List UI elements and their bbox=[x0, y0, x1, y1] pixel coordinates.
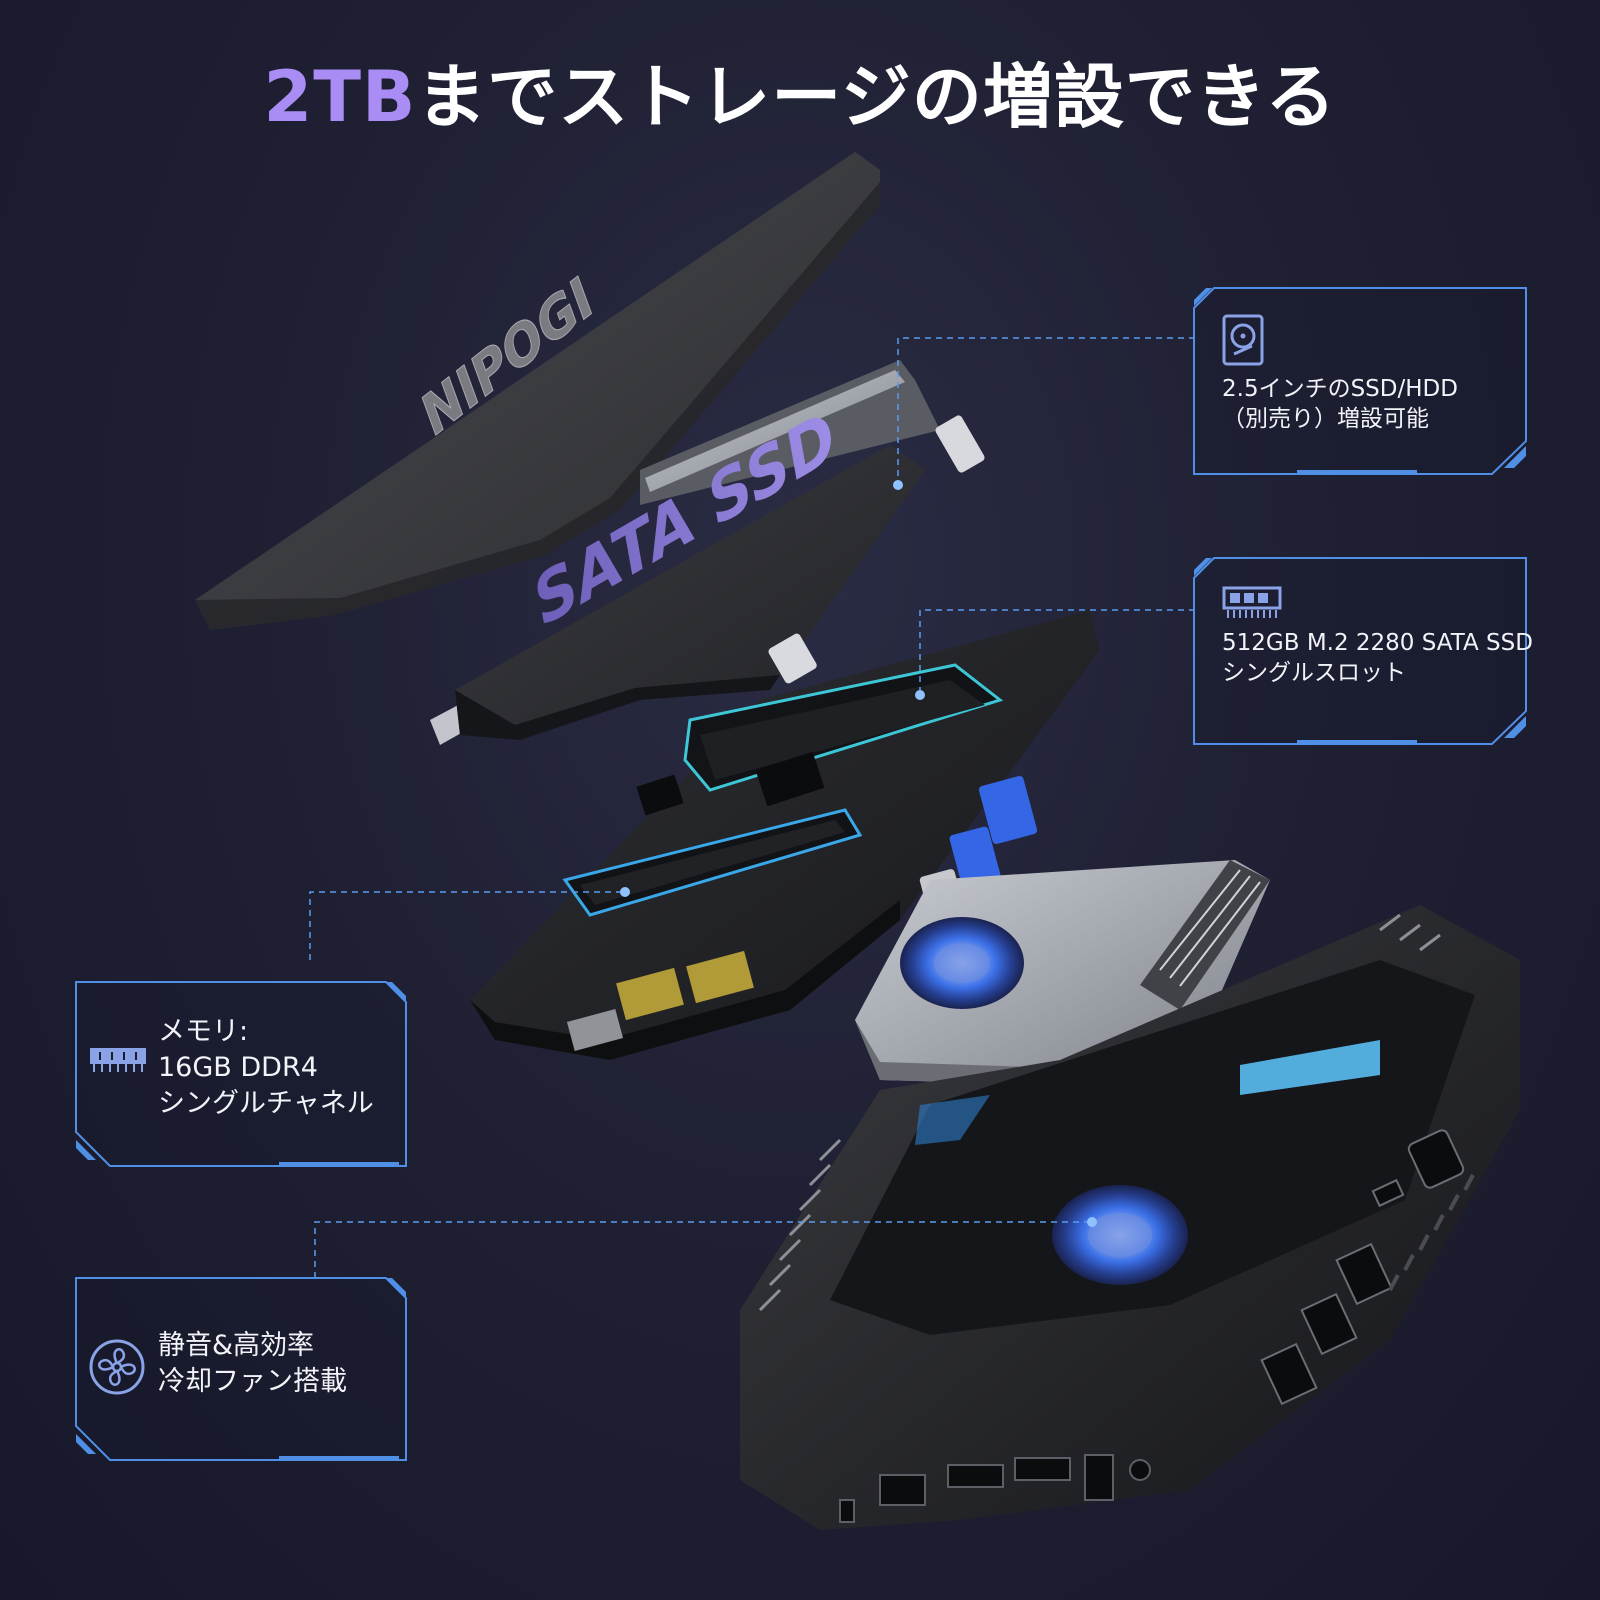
callout-frame bbox=[1193, 557, 1527, 745]
headline-text: までストレージの増設できる bbox=[416, 56, 1337, 138]
callout-line: シングルスロット bbox=[1222, 660, 1406, 686]
connector-dots bbox=[620, 480, 1097, 1227]
callout-line: 512GB M.2 2280 SATA SSD bbox=[1222, 630, 1533, 656]
headline: 2TBまでストレージの増設できる bbox=[0, 62, 1600, 132]
callout-text: 2.5インチのSSD/HDD （別売り）増設可能 bbox=[1222, 374, 1458, 434]
callout-memory: メモリ: 16GB DDR4 シングルチャネル bbox=[74, 980, 408, 1168]
callout-line: シングルチャネル bbox=[158, 1088, 374, 1119]
callout-frame bbox=[1193, 287, 1527, 475]
mini-pc-case bbox=[740, 905, 1520, 1530]
callout-line: （別売り）増設可能 bbox=[1222, 406, 1429, 432]
callout-text: 静音&高効率 冷却ファン搭載 bbox=[158, 1328, 347, 1400]
callout-line: メモリ: bbox=[158, 1016, 249, 1047]
callout-line: 静音&高効率 bbox=[158, 1330, 315, 1361]
ram-stick-icon bbox=[88, 1044, 148, 1078]
callout-text: 512GB M.2 2280 SATA SSD シングルスロット bbox=[1222, 628, 1533, 688]
fan-icon bbox=[88, 1338, 146, 1400]
callout-2-5-inch-drive: 2.5インチのSSD/HDD （別売り）増設可能 bbox=[1192, 286, 1528, 476]
callout-m2-ssd: 512GB M.2 2280 SATA SSD シングルスロット bbox=[1192, 556, 1533, 746]
ram-stick-icon bbox=[1222, 586, 1282, 624]
callout-line: 2.5インチのSSD/HDD bbox=[1222, 376, 1458, 402]
callout-text: メモリ: 16GB DDR4 シングルチャネル bbox=[158, 1014, 374, 1122]
connector-lines bbox=[309, 337, 1195, 1278]
callout-cooling-fan: 静音&高効率 冷却ファン搭載 bbox=[74, 1276, 408, 1462]
callout-frame bbox=[75, 1277, 407, 1461]
callout-line: 16GB DDR4 bbox=[158, 1052, 318, 1083]
headline-accent: 2TB bbox=[263, 56, 417, 138]
hdd-icon bbox=[1222, 314, 1264, 370]
callout-line: 冷却ファン搭載 bbox=[158, 1366, 347, 1397]
callout-frame bbox=[75, 981, 407, 1167]
